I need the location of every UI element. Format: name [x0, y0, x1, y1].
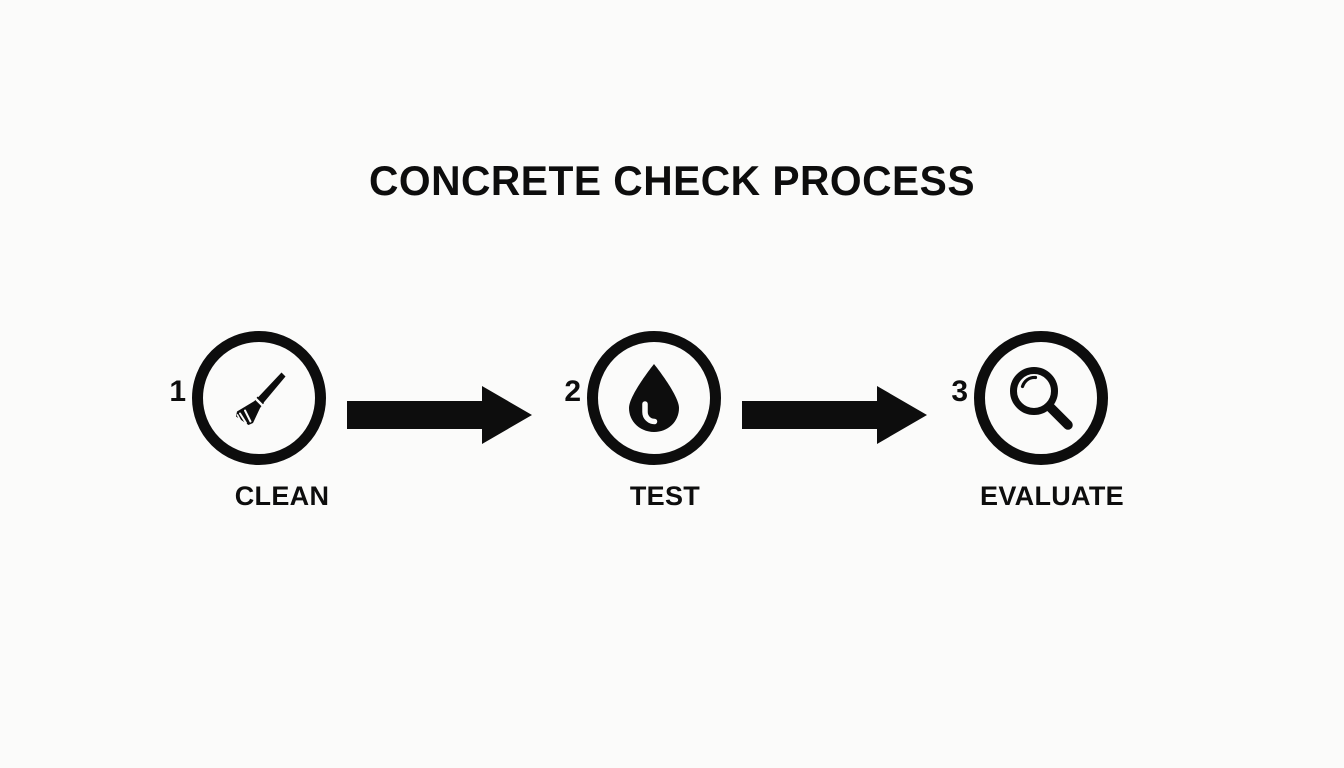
- step-icon-circle-1: [192, 331, 326, 465]
- right-arrow-icon: [742, 386, 927, 444]
- step-number-3: 3: [951, 375, 968, 408]
- right-arrow-icon: [347, 386, 532, 444]
- process-step-clean[interactable]: 1 CLEAN: [158, 331, 358, 531]
- step-label-clean: CLEAN: [234, 481, 330, 511]
- arrow-step1-to-step2: [347, 384, 532, 446]
- water-drop-icon: [629, 364, 679, 432]
- broom-icon: [236, 372, 286, 425]
- step-label-evaluate: EVALUATE: [980, 481, 1124, 511]
- process-step-test[interactable]: 2 TEST: [553, 331, 753, 531]
- process-step-evaluate[interactable]: 3 EVALUATE: [940, 331, 1140, 531]
- magnifying-glass-icon: [1010, 367, 1073, 430]
- step-label-test: TEST: [629, 481, 701, 511]
- step-number-2: 2: [564, 375, 581, 408]
- process-flow: 1 CLEAN: [0, 331, 1344, 531]
- step-icon-circle-2: [587, 331, 721, 465]
- page-title: CONCRETE CHECK PROCESS: [368, 157, 976, 204]
- step-number-1: 1: [169, 375, 186, 408]
- step-icon-circle-3: [974, 331, 1108, 465]
- arrow-step2-to-step3: [742, 384, 927, 446]
